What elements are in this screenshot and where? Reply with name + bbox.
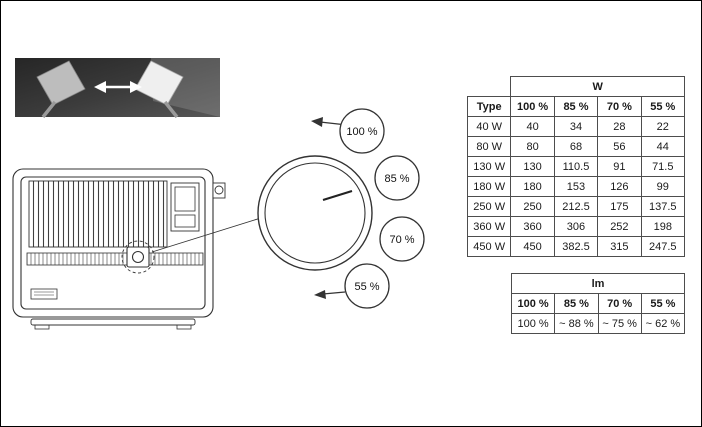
dial-detail: 100 % 85 % 70 % 55 %: [257, 108, 425, 309]
floodlight-rear-view: [12, 168, 265, 330]
table-cell: 247.5: [640, 236, 686, 257]
bracket-foot-left: [34, 324, 50, 330]
table-cell: 306: [553, 216, 599, 237]
dial-option-85: 85 %: [374, 155, 420, 201]
table-group-header: lm: [511, 273, 685, 294]
table-column-header: 55 %: [640, 293, 686, 314]
table-cell: 137.5: [640, 196, 686, 217]
table-cell: 360: [510, 216, 555, 237]
table-cell: ~ 88 %: [554, 313, 599, 334]
dial-option-100: 100 %: [339, 108, 385, 154]
table-column-header: 85 %: [554, 293, 599, 314]
table-corner-spacer: [468, 77, 511, 97]
table-cell: 382.5: [553, 236, 599, 257]
table-cell: 180 W: [466, 176, 512, 197]
mounting-bracket: [30, 318, 196, 326]
table-column-header: 100 %: [510, 96, 555, 117]
driver-box-terminal: [174, 214, 196, 228]
dial-option-85-label: 85 %: [384, 173, 409, 185]
heatsink-fins: [28, 180, 168, 248]
floodlight-inner-frame: [20, 176, 206, 310]
table-column-header: 100 %: [510, 293, 556, 314]
dial-option-100-label: 100 %: [346, 126, 377, 138]
driver-box: [170, 182, 200, 232]
table-cell: 71.5: [640, 156, 686, 177]
bracket-foot-right: [176, 324, 192, 330]
table-cell: 130 W: [466, 156, 512, 177]
dial-outer-circle: [257, 155, 373, 271]
dial-option-70: 70 %: [379, 216, 425, 262]
driver-box-lid: [174, 186, 196, 212]
table-column-header: 70 %: [597, 293, 642, 314]
knob-highlight-circle: [121, 240, 155, 274]
table-cell: 250 W: [466, 196, 512, 217]
table-cell: 56: [597, 136, 642, 157]
table-cell: 315: [597, 236, 642, 257]
dial-option-55: 55 %: [344, 263, 390, 309]
table-cell: 212.5: [553, 196, 599, 217]
floodlight-right-stem: [163, 100, 179, 119]
table-cell: 100 %: [510, 313, 556, 334]
table-column-header: 85 %: [553, 96, 599, 117]
pivot-illustration: [15, 58, 220, 119]
dial-inner-circle: [264, 162, 366, 264]
callout-line: [151, 216, 265, 253]
floodlight-left-silhouette: [36, 60, 86, 106]
table-cell: 80 W: [466, 136, 512, 157]
table-cell: 28: [597, 116, 642, 137]
table-cell: ~ 75 %: [597, 313, 642, 334]
table-cell: ~ 62 %: [640, 313, 686, 334]
table-row: 100 %~ 88 %~ 75 %~ 62 %: [510, 313, 686, 334]
dial-indicator: [322, 189, 353, 202]
table-cell: 44: [640, 136, 686, 157]
table-column-header: Type: [466, 96, 512, 117]
floodlight-left-stem: [41, 100, 57, 119]
table-cell: 22: [640, 116, 686, 137]
table-cell: 80: [510, 136, 555, 157]
rating-label: [30, 288, 58, 300]
table-column-header: 70 %: [597, 96, 642, 117]
dimmer-knob: [126, 246, 150, 268]
table-cell: 99: [640, 176, 686, 197]
table-cell: 360 W: [466, 216, 512, 237]
table-cell: 126: [597, 176, 642, 197]
table-cell: 450: [510, 236, 555, 257]
rotate-arrow-down-icon: [314, 290, 346, 299]
dial-option-55-label: 55 %: [354, 281, 379, 293]
table-column-header: 55 %: [640, 96, 686, 117]
table-cell: 450 W: [466, 236, 512, 257]
table-cell: 130: [510, 156, 555, 177]
table-cell: 153: [553, 176, 599, 197]
table-cell: 91: [597, 156, 642, 177]
double-arrow-icon: [94, 81, 142, 93]
table-cell: 252: [597, 216, 642, 237]
vent-band: [26, 252, 204, 266]
table-cell: 110.5: [553, 156, 599, 177]
table-group-header: W: [510, 76, 685, 97]
table-cell: 180: [510, 176, 555, 197]
cable-gland-cap: [214, 185, 224, 195]
table-cell: 68: [553, 136, 599, 157]
table-cell: 198: [640, 216, 686, 237]
table-cell: 250: [510, 196, 555, 217]
table-cell: 40 W: [466, 116, 512, 137]
table-cell: 34: [553, 116, 599, 137]
dimmer-knob-dial: [131, 250, 145, 264]
table-cell: 40: [510, 116, 555, 137]
table-cell: 175: [597, 196, 642, 217]
dial-option-70-label: 70 %: [389, 234, 414, 246]
